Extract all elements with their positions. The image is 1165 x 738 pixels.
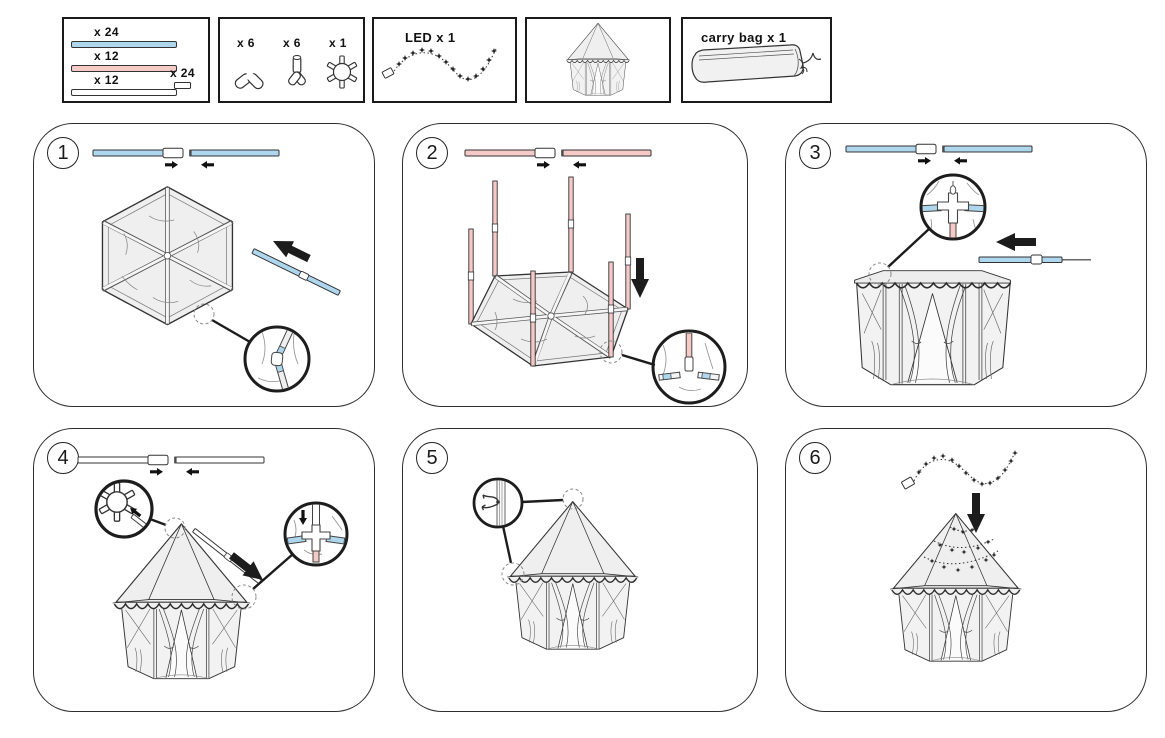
parts-box-led: LED x 1: [372, 17, 517, 103]
magnifier-detail: [655, 333, 723, 401]
pink-pole-bar: [71, 65, 177, 72]
step-panel-3: 3: [785, 123, 1147, 407]
corner-poles-front: [529, 261, 615, 367]
led-count-label: LED x 1: [405, 30, 456, 45]
detail-callout-circle: [599, 340, 623, 364]
step-number: 2: [426, 141, 438, 164]
step-number-badge: 4: [47, 442, 79, 474]
bag-count-label: carry bag x 1: [701, 30, 787, 45]
led-string-icon: [901, 450, 1018, 490]
direction-arrow-icon: [967, 493, 985, 533]
step-number: 6: [809, 446, 821, 469]
pole-join-diagram: [464, 147, 652, 169]
magnifier-circle: [472, 477, 524, 529]
step-3-illustration: [845, 143, 1091, 386]
insert-pole-blue: [251, 248, 341, 296]
detail-callout-circle: [164, 517, 186, 539]
step-5-illustration: [472, 477, 640, 650]
magnifier-circle: [919, 173, 987, 241]
detail-callout-circle: [868, 262, 892, 286]
pole-count-label: x 24: [94, 25, 119, 39]
tent: [889, 512, 1023, 662]
pole-count-label: x 12: [94, 49, 119, 63]
detail-callout-circle: [193, 303, 215, 325]
magnifier-detail-tie: [475, 480, 521, 526]
white-pole-bar: [71, 89, 177, 96]
connector-count-label: x 1: [329, 36, 347, 50]
tent-walls: [853, 269, 1012, 386]
step-number-badge: 2: [416, 137, 448, 169]
direction-arrow-icon: [631, 258, 649, 298]
pole-join-diagram: [845, 143, 1033, 165]
elbow-connector-icon: [232, 71, 266, 92]
step-panel-1: 1: [33, 123, 375, 407]
step-6-illustration: [889, 450, 1023, 662]
magnifier-circle: [243, 325, 311, 393]
step-panel-5: 5: [402, 428, 758, 712]
three-way-connector-icon: [286, 54, 308, 87]
connector-count-label: x 6: [237, 36, 255, 50]
hub-connector-icon: [326, 55, 358, 89]
step-number: 4: [57, 446, 69, 469]
magnifier-circle: [283, 501, 349, 567]
detail-callout-circle: [501, 562, 525, 586]
parts-box-carry-bag: carry bag x 1: [681, 17, 832, 103]
led-string-icon: [381, 46, 498, 83]
detail-callout-circle: [562, 488, 584, 510]
magnifier-circle: [94, 479, 154, 539]
magnifier-detail: [246, 328, 308, 390]
step-number-badge: 6: [799, 442, 831, 474]
connector-count-label: x 24: [170, 66, 195, 80]
step-panel-2: 2: [402, 123, 748, 407]
parts-box-connectors: x 6 x 6 x 1: [218, 17, 365, 103]
tent: [111, 523, 251, 680]
tent: [506, 500, 640, 650]
parts-box-poles: x 24 x 12 x 12 x 24: [62, 17, 210, 103]
step-2-illustration: [464, 147, 727, 405]
direction-arrow-icon: [996, 233, 1036, 251]
pole-join-diagram: [92, 147, 280, 169]
step-panel-6: 6: [785, 428, 1147, 712]
step-panel-4: 4: [33, 428, 375, 712]
step-number: 5: [426, 446, 438, 469]
pole-count-label: x 12: [94, 73, 119, 87]
magnifier-circle: [651, 329, 727, 405]
step-number: 1: [57, 141, 69, 164]
step-number-badge: 1: [47, 137, 79, 169]
carry-bag-icon: [691, 44, 822, 83]
step-1-illustration: [92, 147, 341, 393]
magnifier-detail: [922, 176, 984, 238]
blue-pole-bar: [71, 41, 177, 48]
led-string-on-roof: [923, 526, 999, 573]
step-number: 3: [809, 141, 821, 164]
pole-connector-icon: [174, 82, 191, 89]
magnifier-detail-corner: [286, 504, 346, 564]
roof-frame-hexagon-tilted: [470, 271, 629, 367]
pole-join-diagram: [77, 454, 265, 476]
tent-icon: [565, 22, 631, 96]
connector-count-label: x 6: [283, 36, 301, 50]
insert-pole-blue: [978, 254, 1091, 265]
step-4-illustration: [77, 454, 349, 680]
roof-frame-hexagon: [102, 187, 232, 325]
step-number-badge: 3: [799, 137, 831, 169]
step-number-badge: 5: [416, 442, 448, 474]
parts-box-tent: [525, 17, 671, 103]
detail-callout-circle: [231, 584, 257, 610]
